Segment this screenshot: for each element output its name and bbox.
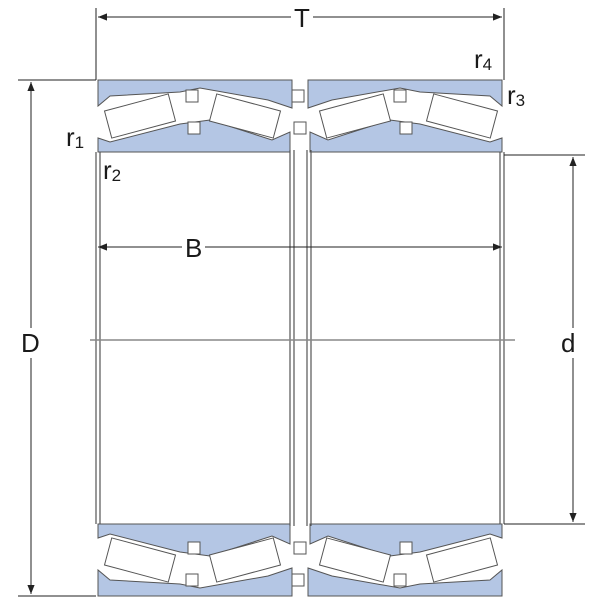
tapered-roller bbox=[318, 93, 392, 139]
cage-spacer bbox=[185, 573, 199, 587]
label-D-text: D bbox=[21, 328, 40, 358]
cage-spacer bbox=[187, 541, 201, 555]
label-d-text: d bbox=[561, 328, 576, 358]
cage-spacer bbox=[393, 573, 407, 587]
label-r2-letter: r bbox=[103, 155, 112, 185]
cage-spacer bbox=[293, 121, 307, 135]
label-r1-sub: 1 bbox=[74, 133, 85, 152]
label-r3: r3 bbox=[507, 80, 526, 110]
label-r1-letter: r bbox=[66, 122, 75, 152]
cage-spacer bbox=[399, 121, 413, 135]
outer-ring-half-right bbox=[307, 79, 503, 109]
outer-ring-half-left bbox=[97, 567, 293, 597]
cage-spacer bbox=[293, 541, 307, 555]
tapered-roller bbox=[103, 537, 177, 583]
tapered-roller bbox=[208, 537, 282, 583]
label-r3-letter: r bbox=[507, 80, 516, 110]
label-T: T bbox=[291, 5, 313, 31]
tapered-roller bbox=[318, 537, 392, 583]
tapered-roller bbox=[103, 93, 177, 139]
label-r4-letter: r bbox=[474, 44, 483, 74]
cage-spacer bbox=[393, 89, 407, 103]
label-T-text: T bbox=[294, 3, 310, 33]
label-r4-sub: 4 bbox=[482, 55, 493, 74]
top-cross-section bbox=[97, 79, 503, 153]
tapered-roller bbox=[425, 93, 499, 139]
tapered-roller bbox=[425, 537, 499, 583]
label-r1: r1 bbox=[66, 122, 85, 152]
inner-cone-right bbox=[309, 523, 503, 557]
bottom-cross-section bbox=[97, 523, 503, 597]
cage-spacer bbox=[291, 89, 305, 103]
inner-cone-right bbox=[309, 119, 503, 153]
cage-spacer bbox=[399, 541, 413, 555]
label-r4: r4 bbox=[474, 44, 493, 74]
tapered-roller bbox=[208, 93, 282, 139]
cage-spacer bbox=[185, 89, 199, 103]
outer-ring-half-left bbox=[97, 79, 293, 109]
label-r2-sub: 2 bbox=[111, 166, 122, 185]
label-B-text: B bbox=[185, 233, 203, 263]
label-r2: r2 bbox=[103, 155, 122, 185]
label-r3-sub: 3 bbox=[515, 91, 526, 110]
bore-outline bbox=[95, 150, 505, 526]
label-B: B bbox=[182, 233, 206, 263]
cage-spacer bbox=[291, 573, 305, 587]
label-d: d bbox=[560, 328, 577, 358]
label-D: D bbox=[20, 328, 41, 358]
cage-spacer bbox=[187, 121, 201, 135]
outer-ring-half-right bbox=[307, 567, 503, 597]
